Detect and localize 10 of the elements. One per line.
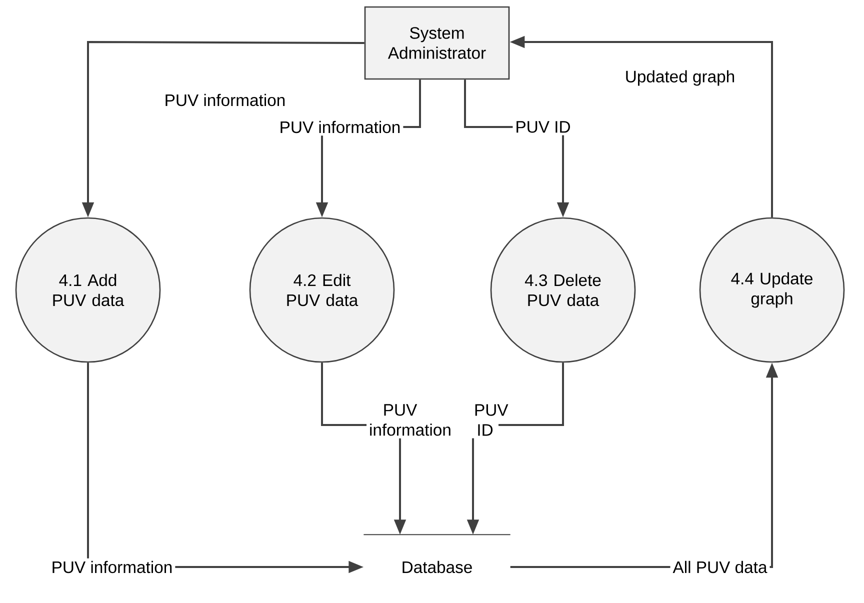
edge-label: PUV information	[276, 118, 404, 136]
edge-label: Updated graph	[626, 70, 734, 86]
edge-label: PUV information	[48, 558, 176, 576]
edge-label: PUV information	[166, 94, 285, 106]
edge-label: PUV ID	[472, 402, 508, 438]
data-store: Database	[363, 534, 511, 574]
edge-label: PUV ID	[512, 118, 574, 136]
edge-label: All PUV data	[670, 558, 770, 576]
edge-label: PUV information	[366, 402, 450, 438]
process-box: System Administrator	[364, 6, 510, 80]
